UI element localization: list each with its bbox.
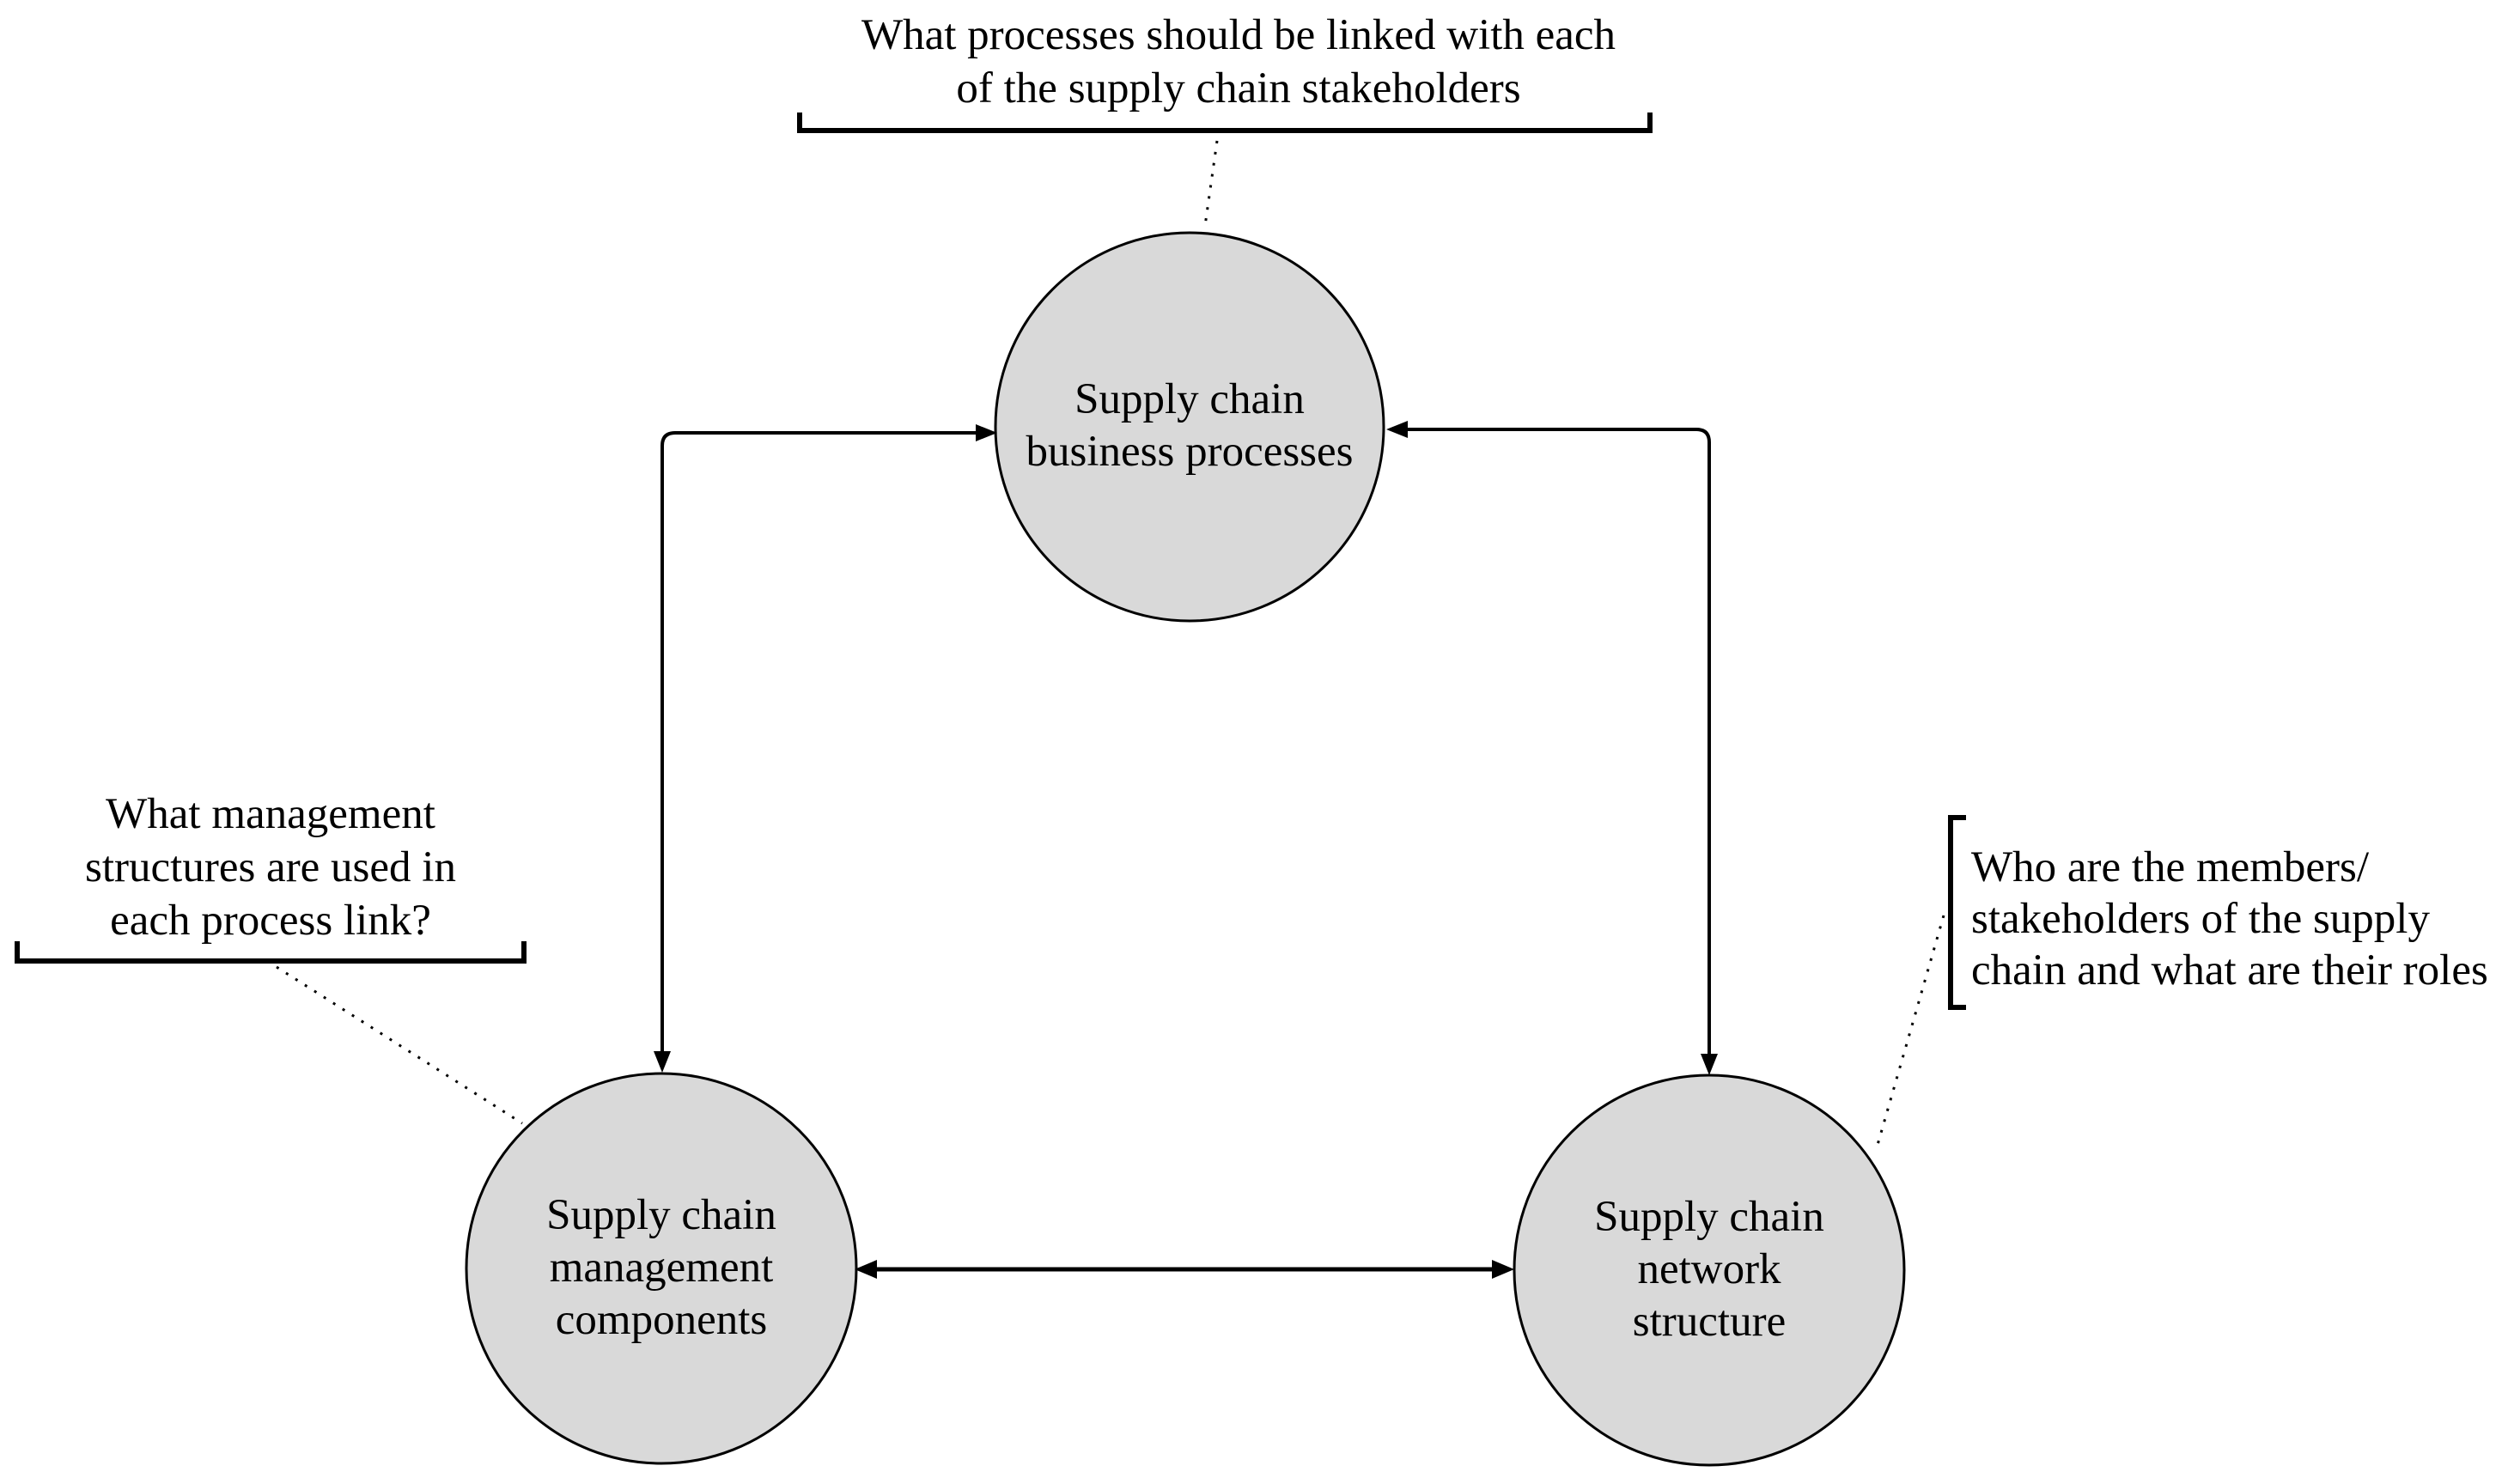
right-annotation-leader-dotted-line bbox=[1874, 915, 1945, 1152]
top-node-label-line: Supply chain bbox=[1074, 375, 1305, 423]
connector-right-elbow bbox=[1386, 421, 1718, 1075]
left-annotation-line: each process link? bbox=[110, 897, 431, 945]
arrowhead-into-top-node-left bbox=[976, 424, 997, 441]
left-annotation-line: What management bbox=[106, 790, 435, 838]
arrowhead-into-bottom-left-node bbox=[654, 1051, 671, 1073]
top-annotation-text: What processes should be linked with eac… bbox=[775, 9, 1702, 115]
top-annotation-bracket bbox=[797, 113, 1653, 227]
arrowhead-into-bottom-left-node-right-side bbox=[855, 1260, 877, 1279]
right-annotation-line: chain and what are their roles bbox=[1971, 946, 2488, 994]
bottom-left-node-label-line: components bbox=[555, 1296, 768, 1344]
top-annotation-leader-dotted-line bbox=[1203, 140, 1219, 227]
connector-left-elbow bbox=[654, 424, 997, 1073]
bottom-left-node-label-line: Supply chain bbox=[546, 1191, 776, 1239]
node-circles bbox=[465, 231, 1906, 1467]
bottom-left-node-label-line: management bbox=[549, 1244, 774, 1292]
connector-bottom-double-arrow bbox=[855, 1260, 1514, 1279]
bottom-right-node-label-line: network bbox=[1637, 1245, 1781, 1293]
bottom-right-node-label-line: Supply chain bbox=[1594, 1193, 1824, 1241]
bottom-right-node-label-line: structure bbox=[1632, 1298, 1787, 1346]
arrowhead-into-top-node-right bbox=[1386, 421, 1408, 438]
left-annotation-line: structures are used in bbox=[85, 843, 456, 891]
right-annotation-line: stakeholders of the supply bbox=[1971, 895, 2430, 943]
left-annotation-text: What management structures are used in e… bbox=[30, 788, 511, 947]
arrowhead-into-bottom-right-node-left-side bbox=[1492, 1260, 1514, 1279]
left-annotation-leader-dotted-line bbox=[276, 965, 523, 1125]
top-annotation-line: What processes should be linked with eac… bbox=[861, 11, 1616, 59]
left-annotation-bracket bbox=[15, 941, 527, 1125]
top-annotation-line: of the supply chain stakeholders bbox=[956, 64, 1521, 113]
right-annotation-bracket bbox=[1874, 815, 1966, 1152]
right-annotation-line: Who are the members/ bbox=[1971, 843, 2370, 891]
top-node-label: Supply chain business processes bbox=[932, 374, 1447, 478]
top-node-label-line: business processes bbox=[1026, 428, 1354, 476]
bottom-left-node-label: Supply chain management components bbox=[404, 1189, 919, 1347]
arrowhead-into-bottom-right-node bbox=[1701, 1054, 1718, 1075]
top-node-circle bbox=[994, 231, 1385, 623]
bottom-left-node-circle bbox=[465, 1072, 858, 1465]
right-annotation-text: Who are the members/ stakeholders of the… bbox=[1971, 842, 2508, 996]
bottom-right-node-label: Supply chain network structure bbox=[1452, 1191, 1967, 1348]
